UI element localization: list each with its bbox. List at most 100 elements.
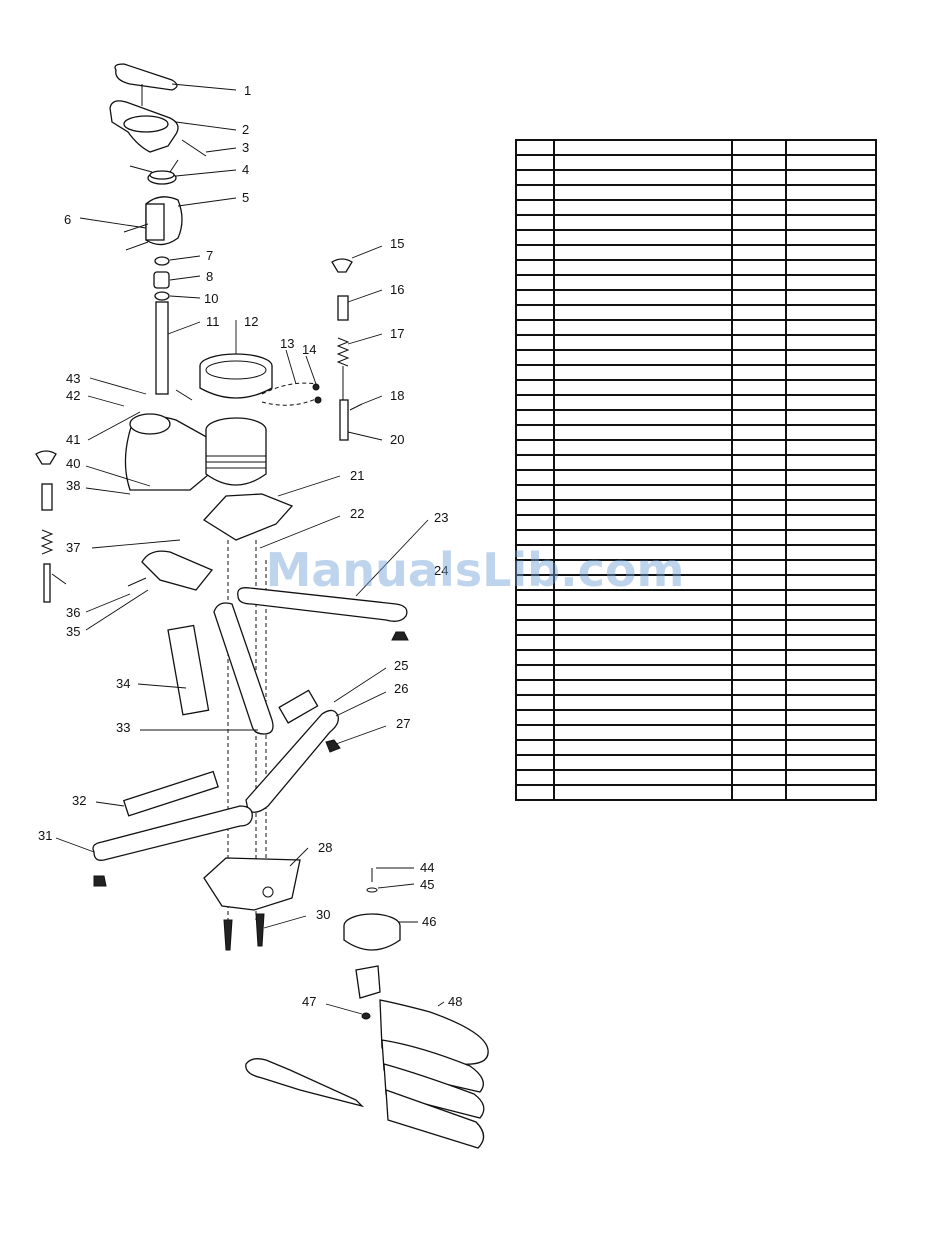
table-row xyxy=(515,454,877,471)
part-bead-chain xyxy=(261,382,322,406)
table-cell xyxy=(785,229,877,246)
table-cell xyxy=(731,544,787,561)
table-row xyxy=(515,169,877,186)
callout-10: 10 xyxy=(204,291,218,306)
part-strap-assembly xyxy=(245,965,489,1149)
table-cell xyxy=(515,244,555,261)
table-cell xyxy=(731,694,787,711)
part-housing xyxy=(124,413,294,541)
table-row xyxy=(515,364,877,381)
table-cell xyxy=(553,139,733,156)
table-cell xyxy=(553,154,733,171)
table-cell xyxy=(785,304,877,321)
table-row xyxy=(515,769,877,786)
table-cell xyxy=(731,409,787,426)
table-cell xyxy=(731,604,787,621)
table-cell xyxy=(515,604,555,621)
table-row xyxy=(515,424,877,441)
callout-35: 35 xyxy=(66,624,80,639)
table-cell xyxy=(553,379,733,396)
table-cell xyxy=(553,739,733,756)
callout-31: 31 xyxy=(38,828,52,843)
table-cell xyxy=(785,574,877,591)
table-row xyxy=(515,694,877,711)
table-cell xyxy=(515,499,555,516)
table-cell xyxy=(515,634,555,651)
table-cell xyxy=(731,169,787,186)
table-cell xyxy=(785,214,877,231)
table-cell xyxy=(515,544,555,561)
part-label-25 xyxy=(278,689,319,724)
table-cell xyxy=(515,454,555,471)
table-cell xyxy=(731,214,787,231)
table-cell xyxy=(515,304,555,321)
callout-24: 24 xyxy=(434,563,448,578)
table-row xyxy=(515,289,877,306)
table-cell xyxy=(731,349,787,366)
table-cell xyxy=(553,604,733,621)
callout-20: 20 xyxy=(390,432,404,447)
table-row xyxy=(515,544,877,561)
part-label-32 xyxy=(122,770,219,817)
table-row xyxy=(515,214,877,231)
table-row xyxy=(515,319,877,336)
table-cell xyxy=(515,709,555,726)
table-cell xyxy=(553,529,733,546)
table-cell xyxy=(515,199,555,216)
table-cell xyxy=(515,529,555,546)
table-row xyxy=(515,409,877,426)
table-cell xyxy=(515,424,555,441)
callout-36: 36 xyxy=(66,605,80,620)
callout-34: 34 xyxy=(116,676,130,691)
table-cell xyxy=(515,589,555,606)
table-row xyxy=(515,529,877,546)
table-cell xyxy=(785,319,877,336)
table-cell xyxy=(785,199,877,216)
table-row xyxy=(515,634,877,651)
table-row xyxy=(515,184,877,201)
table-cell xyxy=(785,379,877,396)
callout-45: 45 xyxy=(420,877,434,892)
table-cell xyxy=(553,754,733,771)
table-cell xyxy=(553,514,733,531)
table-cell xyxy=(785,739,877,756)
table-cell xyxy=(553,484,733,501)
callout-11: 11 xyxy=(206,314,220,329)
table-cell xyxy=(731,484,787,501)
table-cell xyxy=(731,619,787,636)
table-cell xyxy=(785,169,877,186)
table-cell xyxy=(553,424,733,441)
callout-48: 48 xyxy=(448,994,462,1009)
table-row xyxy=(515,724,877,741)
table-cell xyxy=(785,139,877,156)
part-arm-26 xyxy=(245,709,339,813)
table-cell xyxy=(785,334,877,351)
table-row xyxy=(515,589,877,606)
table-cell xyxy=(785,769,877,786)
table-row xyxy=(515,274,877,291)
parts-list-table xyxy=(515,139,877,801)
callout-43: 43 xyxy=(66,371,80,386)
table-cell xyxy=(731,454,787,471)
table-cell xyxy=(515,274,555,291)
table-cell xyxy=(785,409,877,426)
table-cell xyxy=(515,439,555,456)
table-cell xyxy=(731,769,787,786)
table-cell xyxy=(515,214,555,231)
table-cell xyxy=(553,199,733,216)
table-cell xyxy=(785,634,877,651)
table-cell xyxy=(785,259,877,276)
callout-17: 17 xyxy=(390,326,404,341)
callout-37: 37 xyxy=(66,540,80,555)
table-cell xyxy=(515,334,555,351)
table-cell xyxy=(553,574,733,591)
table-cell xyxy=(553,184,733,201)
table-cell xyxy=(515,619,555,636)
table-cell xyxy=(785,394,877,411)
part-shaft xyxy=(155,301,169,395)
table-cell xyxy=(515,739,555,756)
table-cell xyxy=(553,709,733,726)
callout-21: 21 xyxy=(350,468,364,483)
